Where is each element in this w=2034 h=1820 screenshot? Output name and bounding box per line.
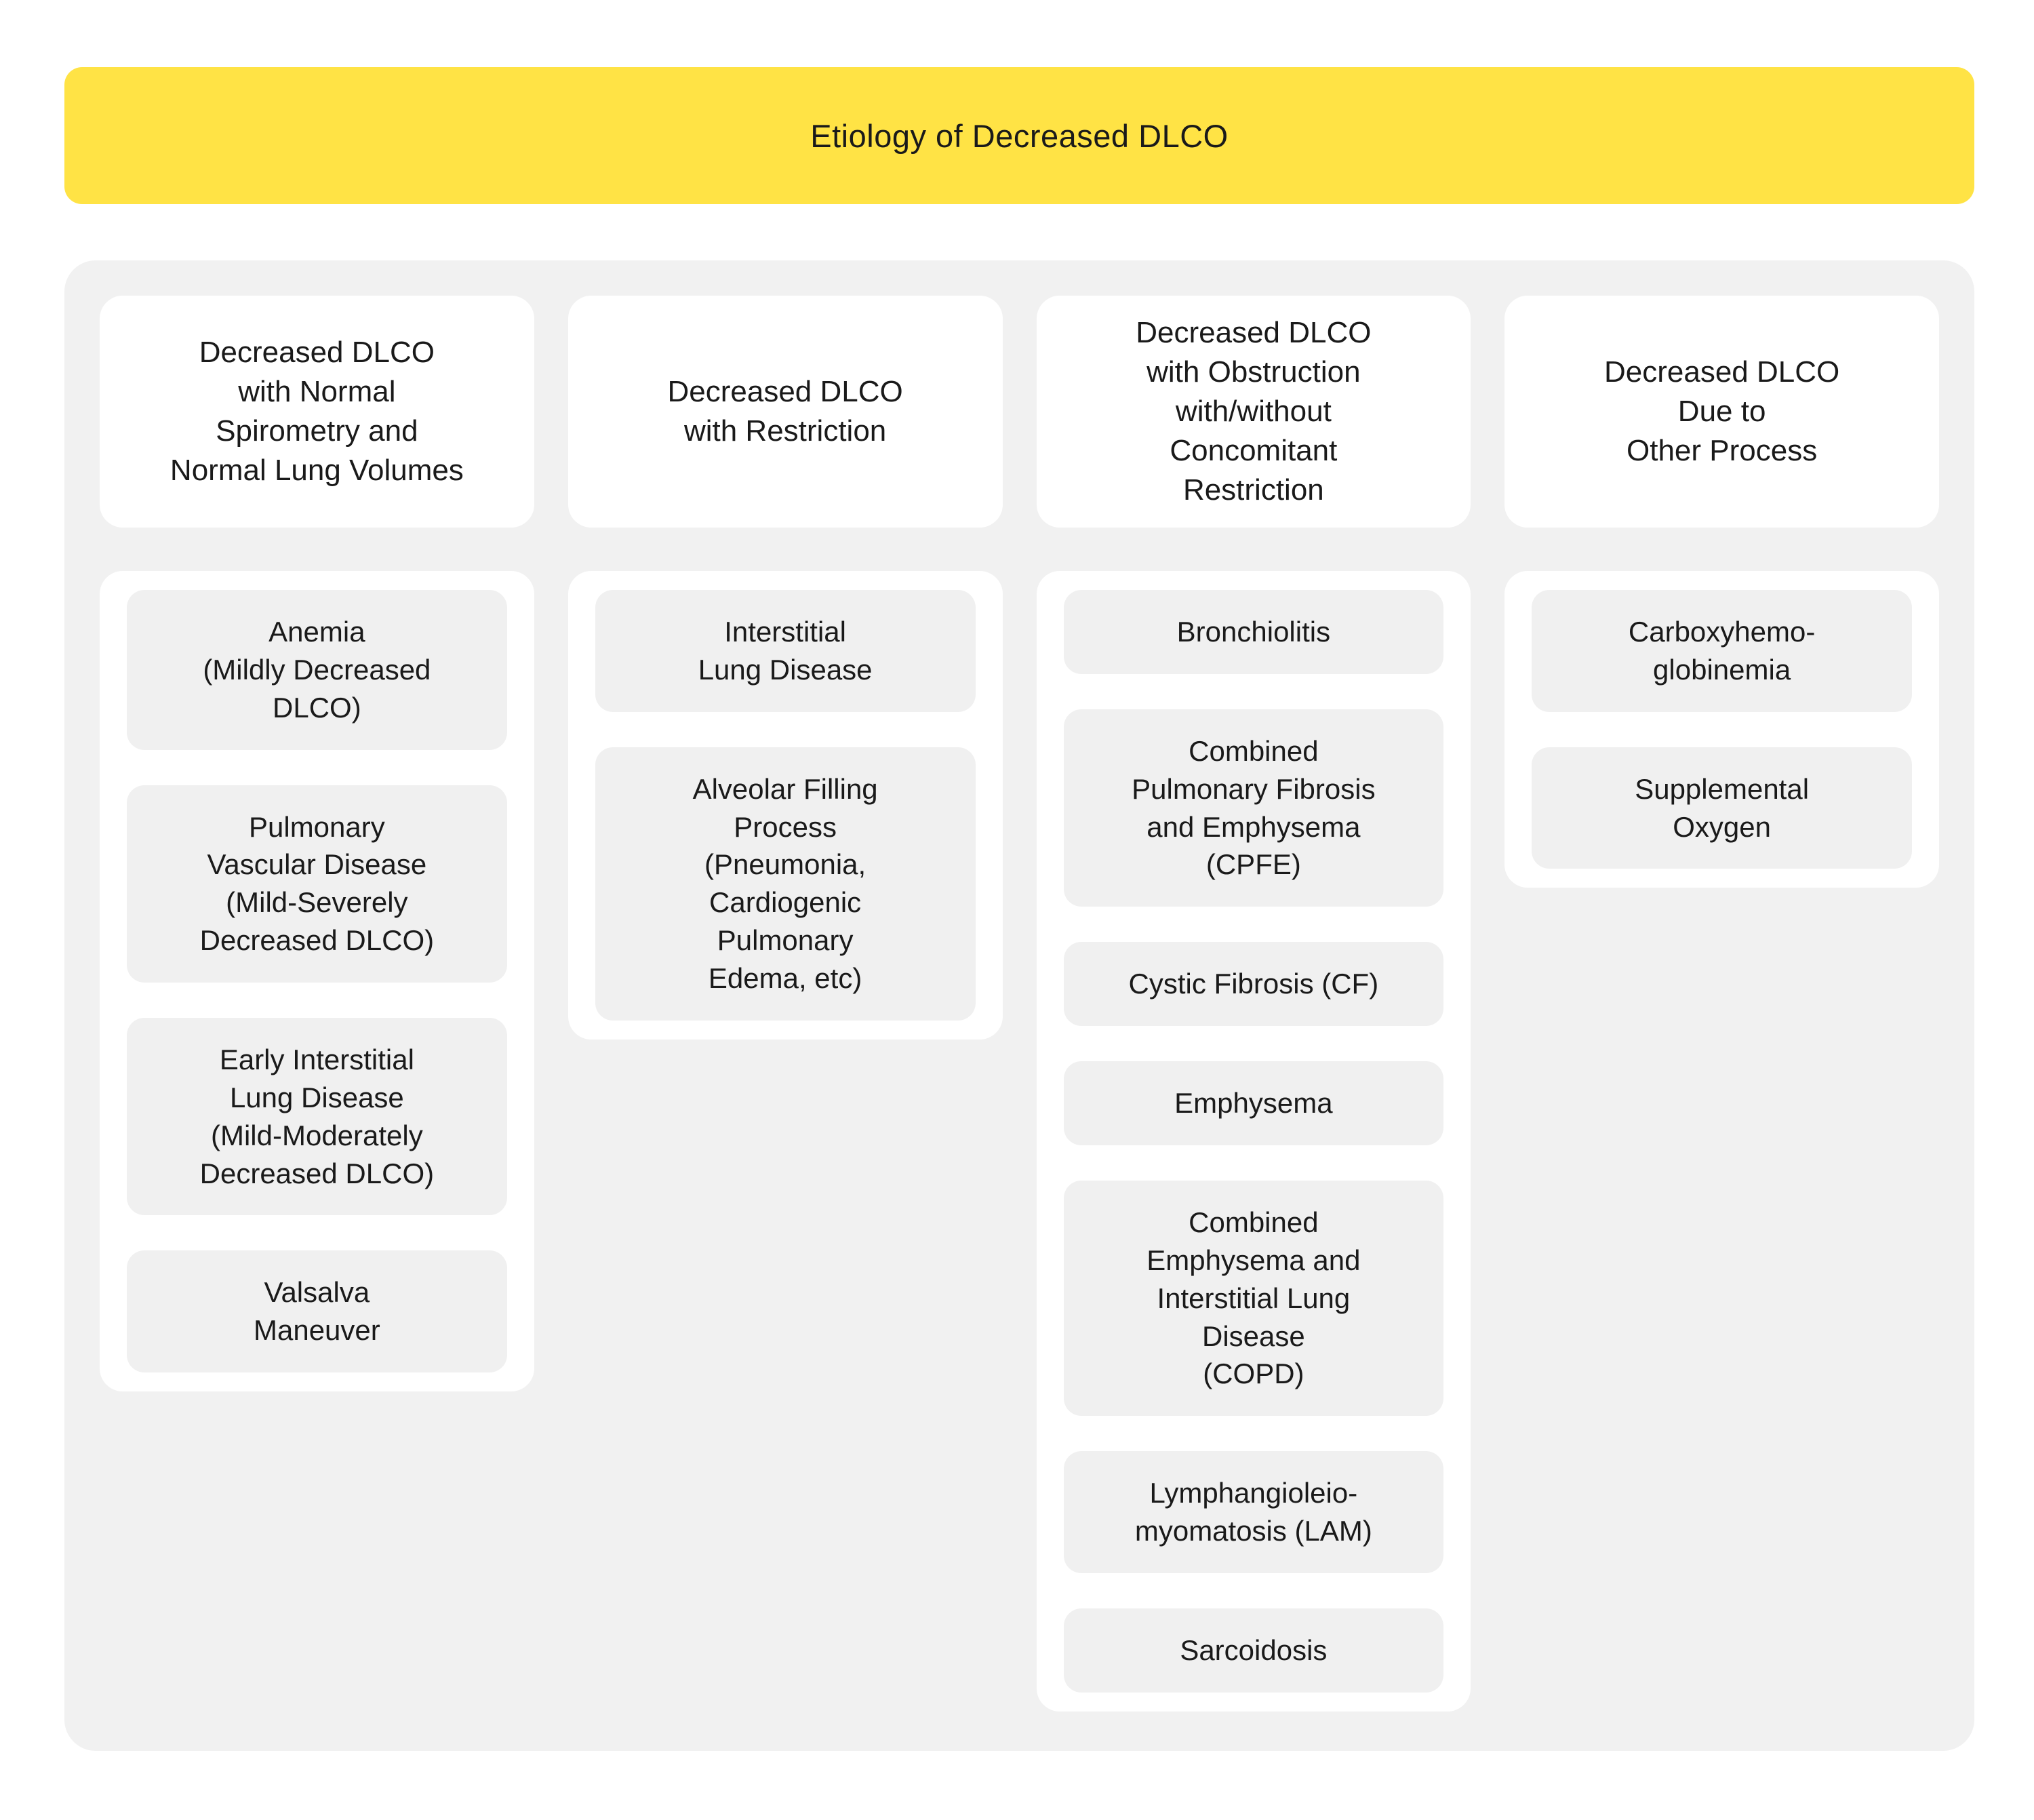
item-sarcoidosis: Sarcoidosis xyxy=(1063,1608,1444,1693)
column-header-other-process: Decreased DLCO Due to Other Process xyxy=(1504,296,1939,528)
column-other-process: Decreased DLCO Due to Other Process Carb… xyxy=(1504,296,1939,888)
column-obstruction: Decreased DLCO with Obstruction with/wit… xyxy=(1036,296,1471,1712)
column-header-normal-spirometry: Decreased DLCO with Normal Spirometry an… xyxy=(100,296,534,528)
column-body-normal-spirometry: Anemia (Mildly Decreased DLCO) Pulmonary… xyxy=(100,571,534,1392)
item-cystic-fibrosis: Cystic Fibrosis (CF) xyxy=(1063,942,1444,1027)
column-body-restriction: Interstitial Lung Disease Alveolar Filli… xyxy=(567,571,1003,1040)
item-early-interstitial-lung-disease: Early Interstitial Lung Disease (Mild-Mo… xyxy=(127,1018,507,1216)
item-supplemental-oxygen: Supplemental Oxygen xyxy=(1532,747,1912,869)
item-bronchiolitis: Bronchiolitis xyxy=(1063,590,1444,674)
item-pulmonary-vascular-disease: Pulmonary Vascular Disease (Mild-Severel… xyxy=(127,785,507,983)
item-anemia: Anemia (Mildly Decreased DLCO) xyxy=(127,590,507,750)
column-header-restriction: Decreased DLCO with Restriction xyxy=(567,296,1003,528)
title-banner: Etiology of Decreased DLCO xyxy=(64,67,1974,204)
diagram-board: Decreased DLCO with Normal Spirometry an… xyxy=(64,260,1974,1751)
item-alveolar-filling-process: Alveolar Filling Process (Pneumonia, Car… xyxy=(595,747,976,1021)
item-cpfe: Combined Pulmonary Fibrosis and Emphysem… xyxy=(1063,709,1444,907)
column-body-obstruction: Bronchiolitis Combined Pulmonary Fibrosi… xyxy=(1036,571,1471,1712)
column-restriction: Decreased DLCO with Restriction Intersti… xyxy=(567,296,1003,1040)
column-header-obstruction: Decreased DLCO with Obstruction with/wit… xyxy=(1036,296,1471,528)
item-valsalva-maneuver: Valsalva Maneuver xyxy=(127,1250,507,1373)
column-normal-spirometry: Decreased DLCO with Normal Spirometry an… xyxy=(100,296,534,1392)
item-lam: Lymphangioleio- myomatosis (LAM) xyxy=(1063,1451,1444,1574)
item-carboxyhemoglobinemia: Carboxyhemo- globinemia xyxy=(1532,590,1912,712)
column-body-other-process: Carboxyhemo- globinemia Supplemental Oxy… xyxy=(1504,571,1939,888)
item-emphysema: Emphysema xyxy=(1063,1061,1444,1146)
page-title: Etiology of Decreased DLCO xyxy=(810,117,1229,154)
item-copd: Combined Emphysema and Interstitial Lung… xyxy=(1063,1181,1444,1417)
item-interstitial-lung-disease: Interstitial Lung Disease xyxy=(595,590,976,712)
